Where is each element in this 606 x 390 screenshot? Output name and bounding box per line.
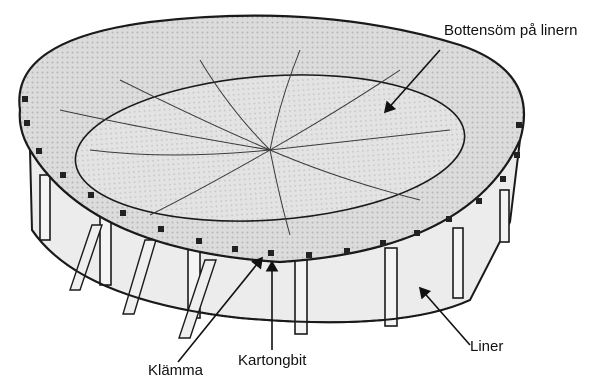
label-bottom-seam: Bottensöm på linern	[444, 22, 577, 39]
label-clamp: Klämma	[148, 362, 203, 379]
label-liner: Liner	[470, 338, 503, 355]
label-cardboard: Kartongbit	[238, 352, 306, 369]
